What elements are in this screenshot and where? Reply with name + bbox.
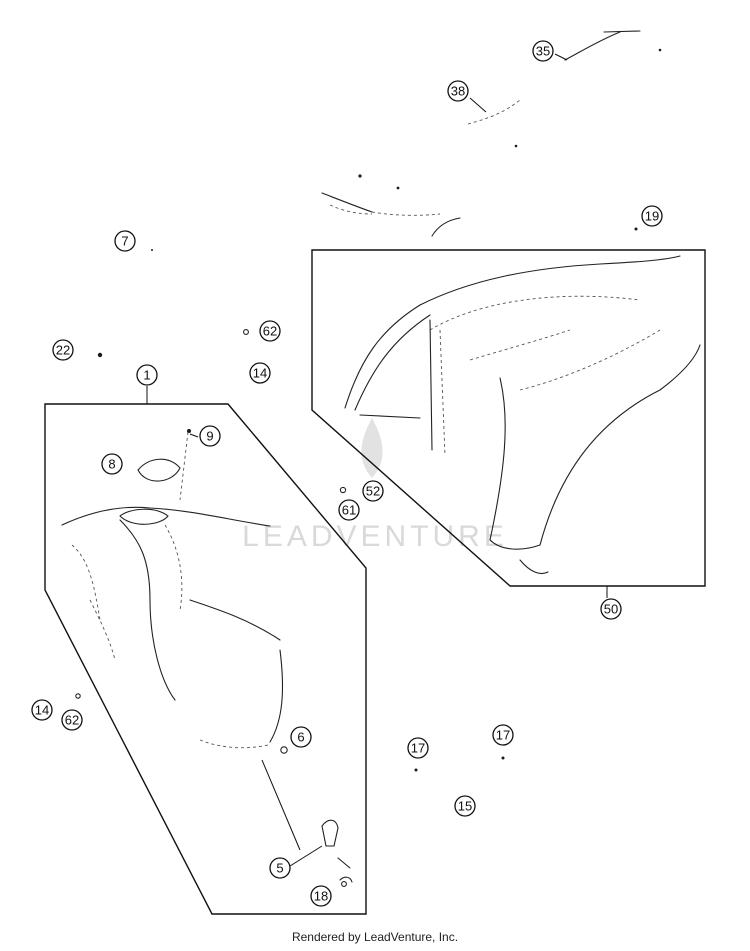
callout-label: 17 xyxy=(496,728,510,743)
callout-17-right: 17 xyxy=(492,724,514,746)
seat-part xyxy=(321,30,662,237)
callout-6: 6 xyxy=(290,726,312,748)
callout-label: 6 xyxy=(297,730,304,745)
callout-label: 15 xyxy=(458,799,472,814)
callout-label: 35 xyxy=(536,44,550,59)
callout-62-upper: 62 xyxy=(259,320,281,342)
fuel-tank-group-frame xyxy=(44,403,367,915)
callout-62-lower: 62 xyxy=(61,709,83,731)
callout-label: 9 xyxy=(206,429,213,444)
callout-14-upper: 14 xyxy=(249,362,271,384)
callout-7: 7 xyxy=(114,230,136,252)
callout-label: 19 xyxy=(645,209,659,224)
callout-50: 50 xyxy=(600,598,622,620)
callout-19: 19 xyxy=(641,205,663,227)
callout-8: 8 xyxy=(101,453,123,475)
callout-label: 62 xyxy=(65,713,79,728)
callout-label: 7 xyxy=(121,234,128,249)
callout-52: 52 xyxy=(362,480,384,502)
callout-17-left: 17 xyxy=(407,737,429,759)
callout-label: 38 xyxy=(451,84,465,99)
callout-label: 8 xyxy=(108,457,115,472)
callout-5: 5 xyxy=(269,857,291,879)
callout-label: 52 xyxy=(366,484,380,499)
callout-22: 22 xyxy=(52,339,74,361)
callout-label: 62 xyxy=(263,324,277,339)
footer-credit: Rendered by LeadVenture, Inc. xyxy=(291,930,459,944)
side-panel-part xyxy=(344,227,701,575)
watermark: LEADVENTURE xyxy=(242,418,508,553)
callout-38: 38 xyxy=(447,80,469,102)
watermark-text: LEADVENTURE xyxy=(242,520,508,553)
callout-label: 17 xyxy=(411,741,425,756)
callout-1: 1 xyxy=(136,364,158,386)
callout-label: 22 xyxy=(56,343,70,358)
callout-label: 5 xyxy=(276,861,283,876)
callout-label: 1 xyxy=(143,368,150,383)
leader-lines xyxy=(146,53,608,867)
callout-15: 15 xyxy=(454,795,476,817)
callout-label: 61 xyxy=(342,503,356,518)
callout-label: 18 xyxy=(314,889,328,904)
hardware-parts xyxy=(75,249,505,887)
watermark-flame-icon xyxy=(361,418,383,500)
callout-61: 61 xyxy=(338,499,360,521)
callout-35: 35 xyxy=(532,40,554,62)
callout-14-lower: 14 xyxy=(31,699,53,721)
callout-label: 50 xyxy=(604,602,618,617)
callout-9: 9 xyxy=(199,425,221,447)
callout-label: 14 xyxy=(35,703,49,718)
callout-label: 14 xyxy=(253,366,267,381)
fuel-tank-part xyxy=(61,429,284,749)
callout-18: 18 xyxy=(310,885,332,907)
